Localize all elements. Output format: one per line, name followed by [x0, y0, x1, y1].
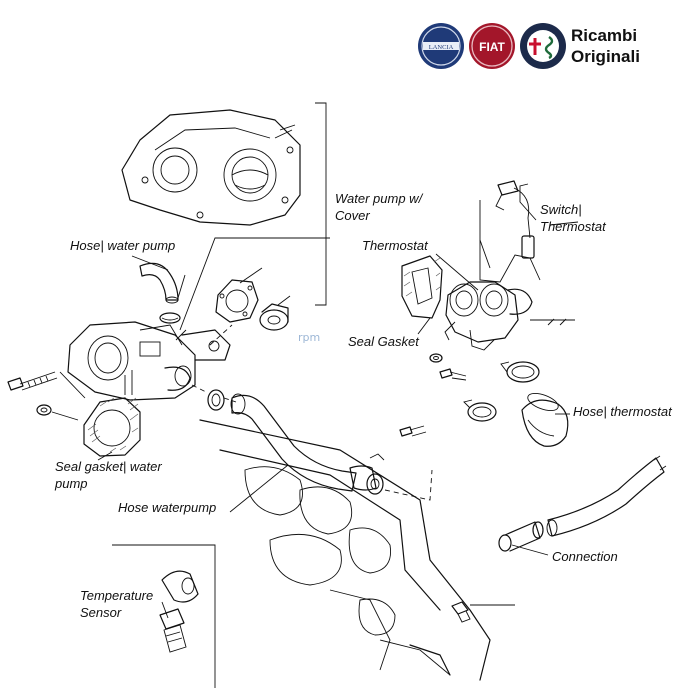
thermostat-dash-lines	[530, 318, 575, 326]
drain-plug-part	[451, 601, 471, 623]
brand-title-line2: Originali	[571, 47, 640, 66]
water-pump-housing-part	[67, 321, 231, 401]
long-hose-part	[546, 455, 667, 537]
label-hose-waterpump: Hose waterpump	[118, 500, 216, 515]
lancia-logo: LANCIA	[418, 23, 464, 69]
alfa-romeo-logo	[520, 23, 566, 69]
brand-title-line1: Ricambi	[571, 26, 637, 45]
label-water-pump-cover-line2: Cover	[335, 208, 370, 223]
fiat-logo-text: FIAT	[479, 40, 505, 54]
alignment-line-4	[384, 469, 433, 501]
bolt-small-part	[439, 368, 467, 381]
hose-water-pump-part	[139, 262, 179, 304]
label-seal-gasket-water-pump-line2: pump	[54, 476, 88, 491]
label-thermostat: Thermostat	[362, 238, 429, 253]
bolt-leader	[51, 371, 86, 421]
leader-lines	[97, 129, 570, 619]
connection-part	[498, 521, 544, 552]
alignment-line-3	[209, 324, 233, 346]
label-hose-thermostat: Hose| thermostat	[573, 404, 673, 419]
label-seal-gasket: Seal Gasket	[348, 334, 420, 349]
water-pump-cover-part	[121, 109, 301, 226]
alignment-line-2	[223, 397, 237, 403]
hose-waterpump-part	[230, 393, 385, 495]
bolt-left-part	[7, 371, 58, 391]
cover-group-bracket	[315, 102, 327, 306]
alignment-line-1	[191, 384, 209, 394]
seal-gasket-part	[401, 255, 443, 319]
hose-thermostat-part	[521, 392, 569, 447]
hose-clamp-2-part	[463, 399, 497, 422]
plug-leader	[277, 295, 291, 306]
engine-block	[199, 419, 491, 681]
label-switch-thermostat-line2: Thermostat	[540, 219, 607, 234]
washer-left-part	[36, 404, 52, 416]
switch-bracket	[479, 200, 541, 283]
label-temperature-sensor-line2: Sensor	[80, 605, 122, 620]
label-switch-thermostat-line1: Switch|	[540, 202, 582, 217]
temp-sensor-bracket	[112, 544, 216, 688]
part-labels: Water pump w/ Cover Hose| water pump The…	[54, 191, 673, 620]
thermostat-housing-part	[444, 281, 533, 351]
fiat-logo: FIAT	[469, 23, 515, 69]
brand-header: LANCIA FIAT Ricambi Originali	[418, 23, 640, 69]
lancia-logo-text: LANCIA	[429, 44, 454, 51]
cover-gasket-part	[215, 279, 259, 323]
plug-part	[259, 303, 289, 331]
o-ring-part	[207, 389, 225, 411]
bolt-middle-part	[399, 425, 427, 437]
hose-clip-part	[159, 312, 181, 324]
label-connection: Connection	[552, 549, 618, 564]
switch-extra-leader	[549, 221, 579, 226]
hose-clamp-part	[500, 361, 540, 383]
label-seal-gasket-water-pump-line1: Seal gasket| water	[55, 459, 162, 474]
seal-gasket-water-pump-part	[83, 397, 141, 457]
washer-small-part	[429, 353, 443, 363]
watermark-text: rpm	[298, 331, 320, 344]
label-hose-water-pump: Hose| water pump	[70, 238, 175, 253]
cover-gasket-leader	[239, 267, 263, 284]
label-temperature-sensor-line1: Temperature	[80, 588, 153, 603]
label-water-pump-cover-line1: Water pump w/	[335, 191, 424, 206]
temperature-sensor-part	[159, 570, 199, 653]
switch-thermostat-part	[495, 180, 535, 259]
